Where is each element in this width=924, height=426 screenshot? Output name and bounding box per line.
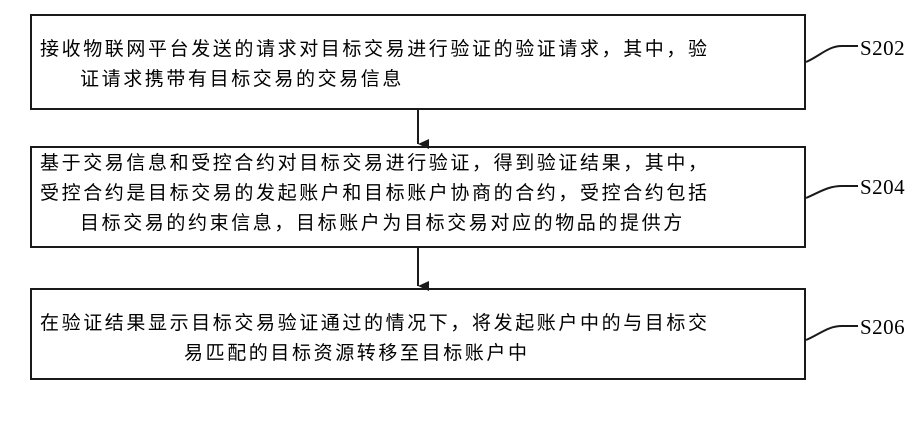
- leader-s202: [806, 46, 858, 62]
- leader-s204: [806, 186, 858, 198]
- step-label-s202: S202: [860, 36, 905, 60]
- step-label-s204: S204: [860, 175, 905, 199]
- leader-s206: [806, 326, 858, 340]
- step-label-s206: S206: [860, 315, 905, 339]
